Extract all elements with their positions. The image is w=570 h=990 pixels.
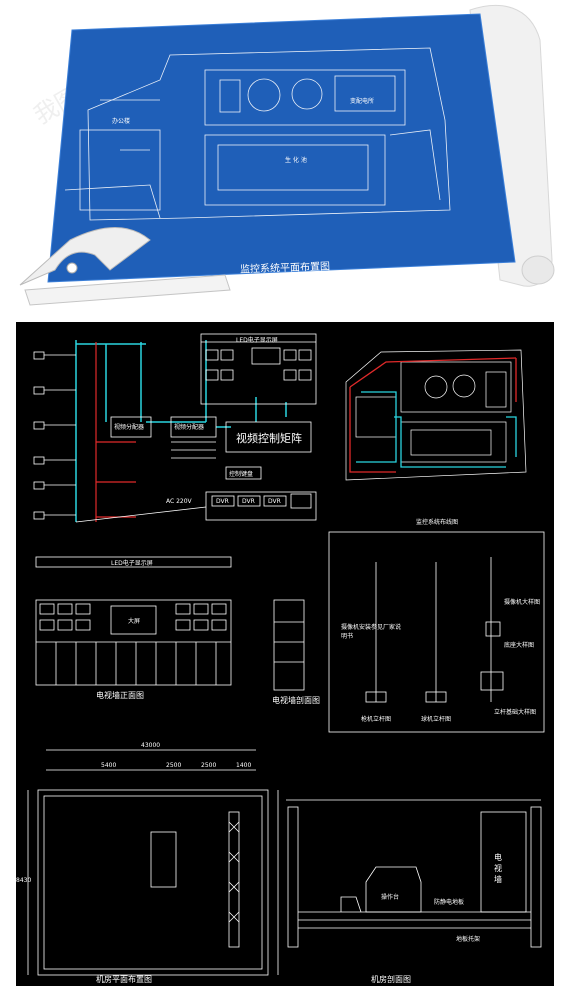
distributor-label: 视频分配器 — [114, 424, 145, 431]
dim-b: 2500 — [166, 762, 182, 769]
tv-wall-front-caption: 电视墙正面图 — [96, 691, 144, 700]
splitter-label: 视频分配器 — [174, 424, 205, 431]
site-caption: 监控系统布线图 — [416, 519, 459, 526]
camera-detail-caption: 摄像机大样图 — [504, 599, 541, 606]
dim-c: 2500 — [201, 762, 217, 769]
foundation-detail-caption: 立杆基础大样图 — [494, 709, 537, 716]
power-label: AC 220V — [166, 498, 192, 505]
dim-a: 5400 — [101, 762, 117, 769]
base-detail-caption: 底座大样图 — [504, 642, 535, 649]
blueprint-drawing — [19, 4, 555, 306]
blueprint-sheet: 监控系统平面布置图 生 化 池 办公楼 变配电所 — [0, 0, 570, 320]
blueprint-label-office: 办公楼 — [112, 118, 131, 125]
led-top-label: LED电子显示屏 — [236, 337, 278, 344]
dim-d: 1400 — [236, 762, 252, 769]
blueprint-label-pool: 生 化 池 — [285, 157, 307, 164]
pole-caption-1: 枪机立杆图 — [361, 716, 392, 723]
dvr-label-3: DVR — [268, 498, 281, 505]
led-bar-label: LED电子显示屏 — [111, 560, 153, 567]
floor-plan-caption: 机房平面布置图 — [96, 975, 152, 984]
protractor-icon — [19, 227, 231, 306]
cad-drawing-sheet: 视频控制矩阵 视频分配器 视频分配器 控制键盘 DVR DVR DVR AC 2… — [16, 322, 554, 986]
dvr-label-1: DVR — [216, 498, 229, 505]
floor-support-label: 地板托架 — [456, 936, 481, 943]
install-notes: 摄像机安装参见厂家说明书 — [341, 624, 402, 640]
floor-label: 防静电地板 — [434, 899, 465, 906]
console-label: 操作台 — [381, 894, 400, 901]
cad-lines — [27, 333, 545, 976]
dim-side: 8430 — [16, 877, 32, 884]
section-caption: 机房剖面图 — [371, 975, 411, 984]
dim-total: 43000 — [141, 742, 161, 749]
blueprint-label-substation: 变配电所 — [350, 98, 375, 105]
tv-wall-section-caption: 电视墙剖面图 — [272, 696, 320, 705]
matrix-label: 视频控制矩阵 — [236, 432, 302, 445]
dvr-label-2: DVR — [242, 498, 255, 505]
keyboard-label: 控制键盘 — [229, 471, 254, 478]
pole-caption-2: 球机立杆图 — [421, 716, 452, 723]
screen-center-label: 大屏 — [128, 618, 141, 625]
tv-wall-label: 电视墙 — [494, 853, 502, 884]
